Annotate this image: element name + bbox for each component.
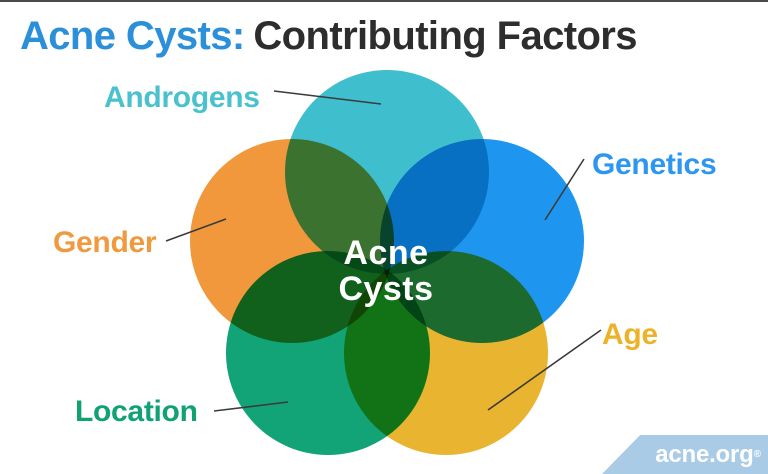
- center-label-line1: Acne: [343, 234, 429, 272]
- page-title-rest: Contributing Factors: [253, 14, 637, 58]
- label-gender: Gender: [53, 226, 157, 259]
- center-label: Acne Cysts: [286, 235, 486, 307]
- label-location: Location: [75, 395, 198, 428]
- page-title: Acne Cysts:Contributing Factors: [20, 14, 638, 59]
- label-androgens: Androgens: [104, 81, 260, 114]
- top-border-line: [0, 0, 768, 2]
- acne-org-logo: acne.org: [655, 440, 754, 468]
- center-label-line2: Cysts: [338, 270, 434, 308]
- page-title-highlight: Acne Cysts:: [20, 14, 245, 58]
- label-age: Age: [602, 318, 658, 351]
- label-genetics: Genetics: [592, 148, 717, 181]
